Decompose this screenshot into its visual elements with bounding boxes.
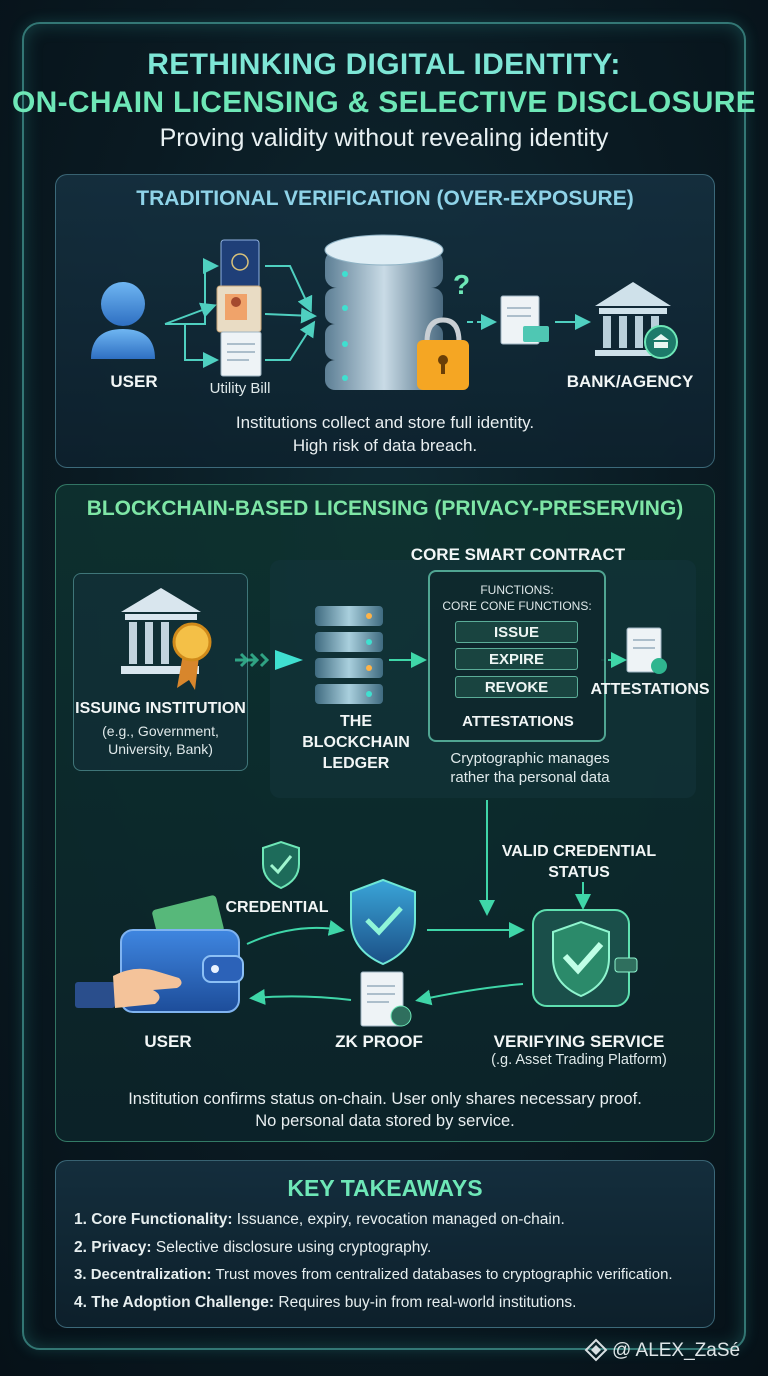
utility-bill-label: Utility Bill <box>209 380 271 397</box>
issuer-sub-2: University, Bank) <box>108 741 213 757</box>
takeaway-text: Trust moves from centralized databases t… <box>215 1266 673 1283</box>
takeaway-head: Privacy: <box>91 1239 152 1256</box>
attestations-label: ATTESTATIONS <box>590 681 710 698</box>
database-icon <box>324 234 444 390</box>
valid-status-line-1: VALID CREDENTIAL <box>501 843 657 860</box>
blockchain-user-label: USER <box>144 1032 192 1051</box>
traditional-desc-line-1: Institutions collect and store full iden… <box>235 413 535 432</box>
traditional-desc-line-2: High risk of data breach. <box>292 436 478 455</box>
crypto-line-1: Cryptographic manages <box>450 750 610 767</box>
institution-icon <box>121 588 201 674</box>
traditional-flow-graphic: ? <box>91 234 678 390</box>
attestation-document-icon <box>626 627 667 674</box>
title-line-2: ON-CHAIN LICENSING & SELECTIVE DISCLOSUR… <box>11 86 757 119</box>
valid-status-line-2: STATUS <box>548 864 610 881</box>
award-seal-icon <box>172 622 212 690</box>
takeaway-text: Issuance, expiry, revocation managed on-… <box>236 1211 565 1228</box>
verifying-service-icon <box>532 909 638 1007</box>
contract-title: CORE SMART CONTRACT <box>410 545 626 564</box>
functions-heading-2: CORE CONE FUNCTIONS: <box>442 599 592 613</box>
takeaway-head: Decentralization: <box>90 1266 212 1283</box>
takeaway-item-3: 3. Decentralization: Trust moves from ce… <box>74 1266 673 1283</box>
id-card-icon <box>216 285 262 333</box>
traditional-user-label: USER <box>110 372 158 391</box>
takeaway-head: The Adoption Challenge: <box>91 1294 275 1311</box>
takeaway-item-2: 2. Privacy: Selective disclosure using c… <box>74 1239 431 1257</box>
verifier-sub: (.g. Asset Trading Platform) <box>491 1052 667 1068</box>
title-line-1: RETHINKING DIGITAL IDENTITY: <box>147 48 621 81</box>
blockchain-desc-line-2: No personal data stored by service. <box>255 1112 515 1130</box>
bank-agency-label: BANK/AGENCY <box>566 372 694 391</box>
takeaway-text: Requires buy-in from real-world institut… <box>278 1294 577 1311</box>
user-icon <box>91 282 155 359</box>
blockchain-desc-line-1: Institution confirms status on-chain. Us… <box>128 1090 642 1108</box>
watermark-text: @ ALEX_ZaSé <box>612 1340 741 1361</box>
outer-frame <box>22 22 746 1350</box>
issuer-sub-1: (e.g., Government, <box>102 723 219 739</box>
ledger-line-2: BLOCKCHAIN <box>302 734 410 751</box>
function-revoke-button: REVOKE <box>455 676 578 698</box>
issuer-label: ISSUING INSTITUTION <box>75 700 246 717</box>
blockchain-ledger-icon <box>315 606 383 704</box>
document-money-icon <box>500 295 549 345</box>
takeaways-panel: KEY TAKEAWAYS <box>55 1160 715 1328</box>
takeaway-item-4: 4. The Adoption Challenge: Requires buy-… <box>74 1294 576 1312</box>
passport-icon <box>220 239 260 293</box>
takeaway-num: 2. <box>74 1239 87 1256</box>
watermark-logo-icon <box>584 1338 608 1362</box>
bank-icon <box>595 282 678 359</box>
zk-proof-label: ZK PROOF <box>335 1032 423 1051</box>
hand-icon <box>75 968 182 1008</box>
utility-bill-icon <box>220 331 262 377</box>
takeaway-text: Selective disclosure using cryptography. <box>155 1239 432 1256</box>
ledger-line-3: LEDGER <box>322 755 390 772</box>
small-credential-shield-icon <box>262 840 300 890</box>
ledger-line-1: THE <box>340 713 372 730</box>
function-expire-button: EXPIRE <box>455 648 578 670</box>
functions-heading-1: FUNCTIONS: <box>480 583 554 597</box>
credential-label: CREDENTIAL <box>225 899 329 916</box>
lock-icon <box>417 317 469 390</box>
blockchain-title: BLOCKCHAIN-BASED LICENSING (PRIVACY-PRES… <box>86 497 684 520</box>
takeaways-title: KEY TAKEAWAYS <box>287 1175 483 1201</box>
traditional-title: TRADITIONAL VERIFICATION (OVER-EXPOSURE) <box>136 187 634 210</box>
takeaway-item-1: 1. Core Functionality: Issuance, expiry,… <box>74 1211 565 1229</box>
blockchain-flow-graphic <box>75 588 667 1027</box>
subtitle: Proving validity without revealing ident… <box>159 124 609 152</box>
verifier-label: VERIFYING SERVICE <box>493 1032 665 1051</box>
contract-footer-label: ATTESTATIONS <box>462 713 574 730</box>
takeaway-num: 3. <box>74 1266 87 1283</box>
takeaway-num: 1. <box>74 1211 87 1228</box>
takeaway-num: 4. <box>74 1294 87 1311</box>
question-mark-icon: ? <box>453 269 470 300</box>
takeaway-head: Core Functionality: <box>91 1211 233 1228</box>
crypto-line-2: rather tha personal data <box>450 769 610 786</box>
zk-proof-document-icon <box>360 971 412 1027</box>
zk-shield-icon <box>350 878 416 966</box>
function-issue-button: ISSUE <box>455 621 578 643</box>
